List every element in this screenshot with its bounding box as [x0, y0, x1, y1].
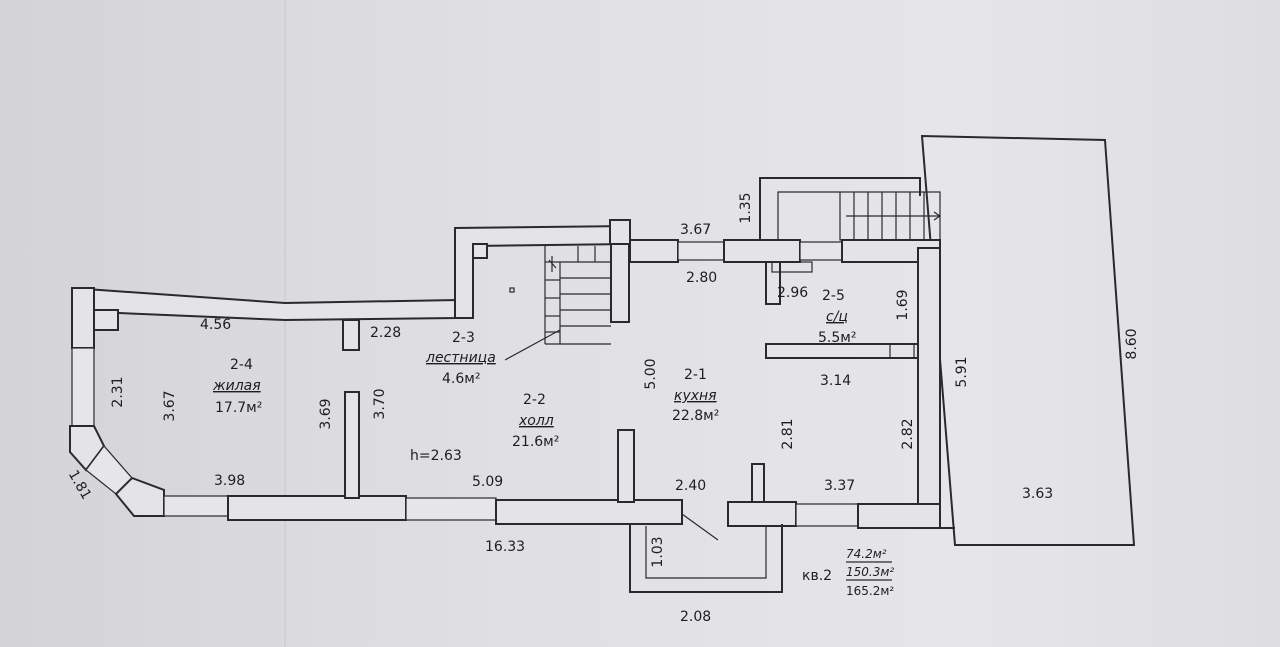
- wall-kitchen-bottom-2: [857, 503, 941, 529]
- room-code-2-2: 2-2: [523, 392, 546, 408]
- porch-inner: [777, 191, 840, 240]
- interior-stair: [544, 246, 611, 345]
- bath-partition-bottom: [765, 343, 919, 359]
- dim-5-91: 5.91: [954, 356, 970, 387]
- room-area-2-4: 17.7м²: [215, 400, 262, 416]
- terrace-outline: [920, 134, 1136, 546]
- wall-kitchen-top-1: [629, 239, 679, 263]
- stair-direction-icon: [548, 256, 557, 272]
- entrance-porch-outer: [629, 524, 783, 593]
- dim-1-03: 1.03: [650, 536, 666, 567]
- stair-marker: [509, 287, 515, 293]
- dim-3-14: 3.14: [820, 373, 851, 389]
- dim-5-00: 5.00: [643, 358, 659, 389]
- wall-stair-right: [610, 243, 630, 323]
- room-name-2-4: жилая: [212, 378, 261, 394]
- entrance-door-swing: [681, 513, 719, 541]
- dim-3-63: 3.63: [1022, 486, 1053, 502]
- room-code-2-5: 2-5: [822, 288, 845, 304]
- stair-leader-line: [504, 329, 561, 361]
- dim-5-09: 5.09: [472, 474, 503, 490]
- room-area-2-2: 21.6м²: [512, 434, 559, 450]
- dim-2-31: 2.31: [110, 376, 126, 407]
- dim-8-60: 8.60: [1124, 328, 1140, 359]
- wall-top-left: [71, 286, 458, 322]
- area-living: 74.2м²: [846, 547, 887, 561]
- porch-outline: [759, 177, 921, 240]
- room-name-2-3: лестница: [425, 350, 496, 366]
- dim-4-56: 4.56: [200, 317, 231, 333]
- ceiling-height: h=2.63: [410, 448, 462, 464]
- dim-3-98: 3.98: [214, 473, 245, 489]
- stair-arrow-icon: [933, 211, 942, 221]
- room-code-2-1: 2-1: [684, 367, 707, 383]
- dim-16-33: 16.33: [485, 539, 525, 555]
- dim-2-96: 2.96: [777, 285, 808, 301]
- apartment-number: кв.2: [802, 568, 832, 584]
- kitchen-partition: [751, 463, 765, 505]
- area-overall: 165.2м²: [846, 584, 894, 598]
- area-total: 150.3м²: [846, 565, 894, 579]
- outer-stair-steps: [846, 192, 940, 240]
- dim-1-69: 1.69: [895, 289, 911, 320]
- partition-living: [344, 391, 360, 499]
- dim-3-67-top: 3.67: [680, 222, 711, 238]
- room-name-2-5: с/ц: [826, 309, 848, 325]
- window-bottom-2: [405, 497, 497, 521]
- dim-3-69: 3.69: [318, 398, 334, 429]
- wall-bottom-2: [495, 499, 683, 525]
- wall-kitchen-bottom-1: [727, 501, 797, 527]
- wall-bottom-1: [227, 495, 407, 521]
- dim-2-82: 2.82: [900, 418, 916, 449]
- dim-2-28: 2.28: [370, 325, 401, 341]
- bath-door-frame: [771, 261, 813, 273]
- partition-stub: [342, 319, 360, 351]
- wall-stair-corner: [609, 219, 631, 245]
- wall-left-upper: [71, 287, 95, 349]
- room-area-2-3: 4.6м²: [442, 371, 480, 387]
- window-bottom-1: [163, 495, 229, 517]
- bath-duct: [889, 343, 915, 359]
- room-area-2-1: 22.8м²: [672, 408, 719, 424]
- dim-2-81: 2.81: [780, 418, 796, 449]
- dim-3-70: 3.70: [372, 388, 388, 419]
- dim-2-40: 2.40: [675, 478, 706, 494]
- window-kitchen-bottom: [795, 503, 859, 527]
- window-left: [71, 347, 95, 427]
- room-name-2-1: кухня: [674, 388, 717, 404]
- wall-right: [917, 247, 941, 529]
- entrance-porch-inner: [645, 526, 767, 579]
- wall-stair-top: [454, 224, 631, 319]
- room-area-2-5: 5.5м²: [818, 330, 856, 346]
- room-code-2-3: 2-3: [452, 330, 475, 346]
- dim-3-67-left: 3.67: [162, 390, 178, 421]
- wall-kitchen-top-2: [723, 239, 801, 263]
- room-name-2-2: холл: [518, 413, 554, 429]
- room-code-2-4: 2-4: [230, 357, 253, 373]
- dim-2-80: 2.80: [686, 270, 717, 286]
- dim-1-35: 1.35: [738, 192, 754, 223]
- stair-column: [472, 243, 488, 259]
- window-bath-top: [799, 241, 843, 261]
- wall-left-corner: [93, 309, 119, 331]
- partition-hall: [617, 429, 635, 503]
- dim-2-08: 2.08: [680, 609, 711, 625]
- window-kitchen-top: [677, 241, 725, 261]
- dim-3-37: 3.37: [824, 478, 855, 494]
